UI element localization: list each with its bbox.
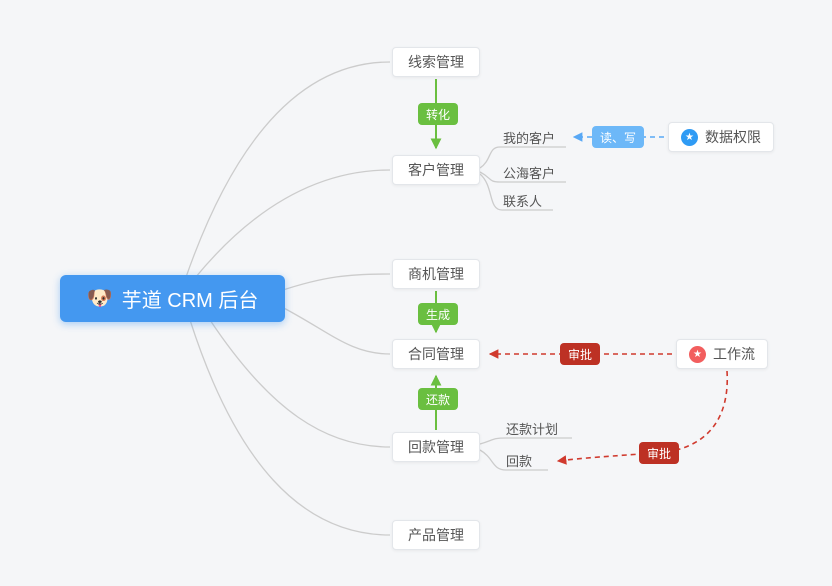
data-permission-label: 数据权限 <box>705 129 761 145</box>
branch-public-customers <box>479 171 566 183</box>
badge-approve-receivable: 审批 <box>639 442 680 464</box>
dog-mascot-icon: 🐶 <box>86 287 113 310</box>
workflow-label: 工作流 <box>713 346 755 362</box>
node-data-permission: ★ 数据权限 <box>668 122 774 152</box>
sub-item-public-customers: 公海客户 <box>503 166 556 181</box>
sub-item-repayment-plan: 还款计划 <box>506 422 559 437</box>
branch-payment <box>479 449 548 471</box>
node-product-management: 产品管理 <box>392 520 480 550</box>
root-node-crm-backend: 🐶 芋道 CRM 后台 <box>60 275 285 322</box>
branch-contacts <box>479 173 553 211</box>
branch-my-customers <box>479 146 566 169</box>
connector-root-lead <box>184 61 391 281</box>
node-receivable-management: 回款管理 <box>392 432 480 462</box>
sub-item-my-customers: 我的客户 <box>503 131 556 146</box>
node-customer-management: 客户管理 <box>392 155 480 185</box>
sub-item-contacts: 联系人 <box>503 194 543 209</box>
connector-root-contract <box>279 305 391 355</box>
badge-convert: 转化 <box>418 103 459 125</box>
node-lead-management: 线索管理 <box>392 47 480 77</box>
node-contract-management: 合同管理 <box>392 339 480 369</box>
badge-read-write: 读、写 <box>592 126 645 148</box>
badge-repay: 还款 <box>418 388 459 410</box>
root-node-label: 芋道 CRM 后台 <box>121 290 259 312</box>
connector-root-customer <box>194 169 391 279</box>
branch-repayment-plan <box>479 437 572 445</box>
arrow-workflow-approve-payment <box>556 370 728 465</box>
badge-approve-contract: 审批 <box>560 343 601 365</box>
star-icon: ★ <box>689 345 706 363</box>
badge-generate: 生成 <box>418 303 459 325</box>
connector-root-receivable <box>209 319 391 448</box>
node-workflow: ★ 工作流 <box>676 339 768 369</box>
sub-item-payment: 回款 <box>506 454 533 469</box>
connector-root-product <box>189 319 391 536</box>
connector-root-opportunity <box>279 273 391 292</box>
star-icon: ★ <box>681 128 698 146</box>
node-opportunity-management: 商机管理 <box>392 259 480 289</box>
